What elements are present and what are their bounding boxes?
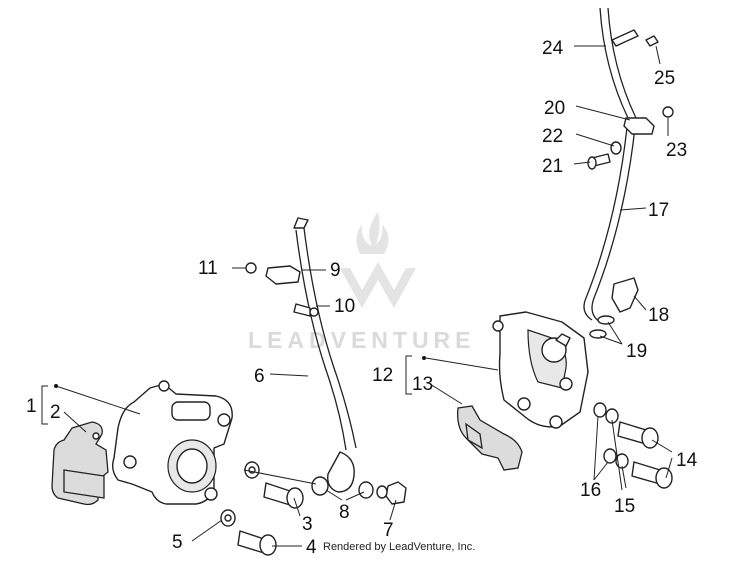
right-hose-clamp bbox=[587, 106, 674, 170]
callout-11: 11 bbox=[198, 258, 218, 279]
callout-22: 22 bbox=[542, 126, 563, 147]
watermark-logo bbox=[340, 212, 416, 308]
left-hose-clamp bbox=[245, 262, 319, 317]
callout-21: 21 bbox=[542, 156, 563, 177]
callout-24: 24 bbox=[542, 38, 564, 59]
callout-17: 17 bbox=[648, 200, 669, 221]
left-brake-pads bbox=[51, 421, 109, 506]
callout-12: 12 bbox=[372, 365, 393, 386]
callout-10: 10 bbox=[334, 296, 355, 317]
right-brake-pads bbox=[457, 405, 523, 471]
callout-1: 1 bbox=[26, 396, 37, 417]
callout-14: 14 bbox=[676, 450, 698, 471]
callout-7: 7 bbox=[383, 520, 394, 541]
callout-2: 2 bbox=[50, 402, 61, 423]
right-banjo-bolt bbox=[589, 277, 639, 339]
callout-8: 8 bbox=[339, 502, 350, 523]
left-mounting-hardware bbox=[220, 461, 304, 556]
right-caliper bbox=[492, 311, 589, 429]
watermark-text: LEADVENTURE bbox=[248, 327, 476, 353]
callout-13: 13 bbox=[412, 374, 433, 395]
callout-4: 4 bbox=[306, 537, 317, 558]
leader-lines bbox=[41, 45, 673, 547]
callout-23: 23 bbox=[666, 140, 687, 161]
callouts: 1 2 3 4 5 6 7 8 9 10 11 12 13 14 15 16 1… bbox=[26, 38, 698, 558]
right-brake-hose bbox=[583, 7, 659, 323]
left-brake-hose bbox=[293, 217, 407, 505]
callout-15: 15 bbox=[614, 496, 635, 517]
credit-text: Rendered by LeadVenture, Inc. bbox=[323, 541, 476, 553]
callout-5: 5 bbox=[172, 532, 183, 553]
callout-16: 16 bbox=[580, 480, 601, 501]
callout-6: 6 bbox=[254, 366, 265, 387]
callout-9: 9 bbox=[330, 260, 341, 281]
callout-18: 18 bbox=[648, 305, 669, 326]
callout-3: 3 bbox=[302, 514, 313, 535]
callout-19: 19 bbox=[626, 341, 647, 362]
left-caliper bbox=[111, 380, 233, 505]
callout-20: 20 bbox=[544, 98, 565, 119]
callout-25: 25 bbox=[654, 68, 675, 89]
